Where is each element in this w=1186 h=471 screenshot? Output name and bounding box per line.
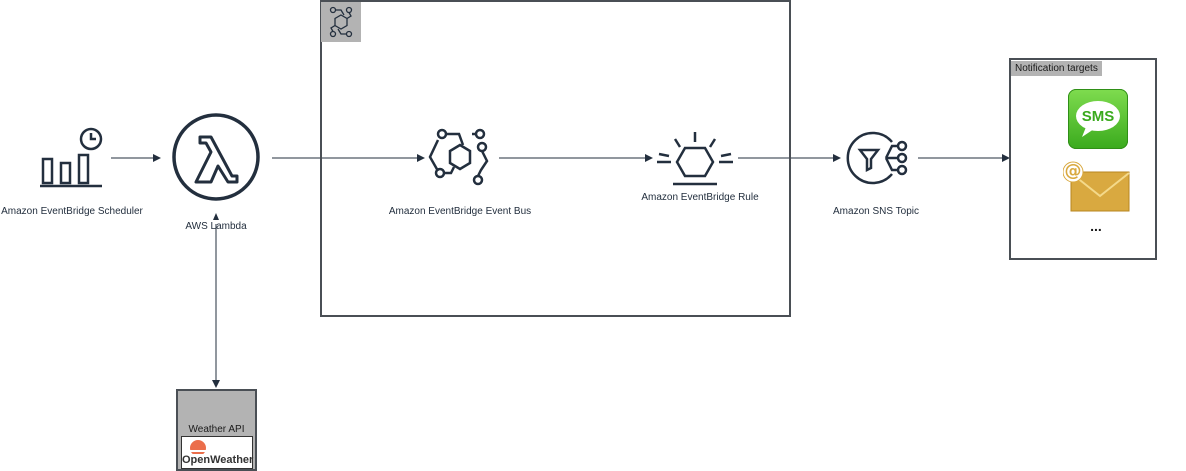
weather-api-title: Weather API xyxy=(188,424,245,435)
lambda-icon xyxy=(171,112,261,202)
openweather-logo-text: OpenWeather xyxy=(182,454,254,466)
sns-label: Amazon SNS Topic xyxy=(833,206,919,217)
more-targets: ... xyxy=(1090,218,1102,234)
scheduler-label: Amazon EventBridge Scheduler xyxy=(1,206,143,217)
sms-label: SMS xyxy=(1081,108,1115,125)
eventbridge-scheduler-icon xyxy=(38,125,104,189)
lambda-label: AWS Lambda xyxy=(185,221,247,232)
openweather-logo: OpenWeather xyxy=(181,436,253,469)
arrowhead-up xyxy=(213,213,219,220)
notification-targets-title: Notification targets xyxy=(1011,61,1102,76)
event-bus-label: Amazon EventBridge Event Bus xyxy=(388,206,532,217)
eventbridge-rule-icon xyxy=(655,130,735,186)
eventbridge-group xyxy=(320,0,791,317)
eventbridge-group-icon xyxy=(321,2,361,42)
email-icon: @ xyxy=(1062,160,1131,212)
notification-targets-group xyxy=(1009,58,1157,260)
eventbridge-event-bus-icon xyxy=(425,125,495,189)
sns-topic-icon xyxy=(842,128,912,188)
rule-label: Amazon EventBridge Rule xyxy=(641,192,759,203)
email-at-symbol: @ xyxy=(1064,161,1082,181)
sms-icon: SMS xyxy=(1068,89,1128,149)
